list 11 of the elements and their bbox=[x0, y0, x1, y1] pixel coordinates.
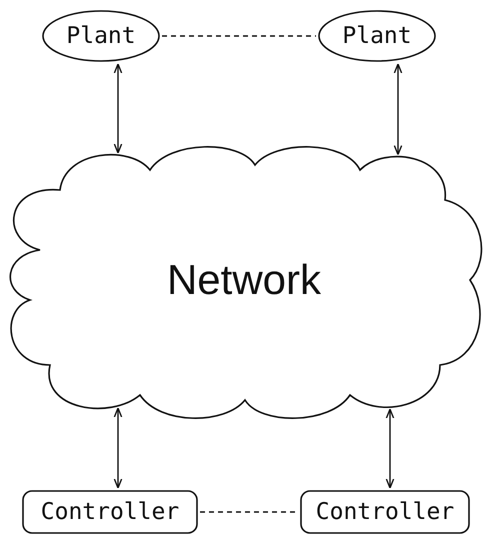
double-arrow bbox=[114, 63, 122, 154]
node-label: Controller bbox=[316, 499, 454, 525]
double-arrow bbox=[394, 63, 402, 156]
node-label: Plant bbox=[342, 23, 412, 49]
double-arrow bbox=[386, 408, 394, 489]
dashed-line bbox=[162, 35, 316, 37]
double-arrow bbox=[114, 407, 122, 489]
node-label: Plant bbox=[66, 23, 136, 49]
node-label: Controller bbox=[40, 499, 180, 525]
node-label: Network bbox=[166, 256, 322, 304]
dashed-line bbox=[200, 511, 298, 513]
